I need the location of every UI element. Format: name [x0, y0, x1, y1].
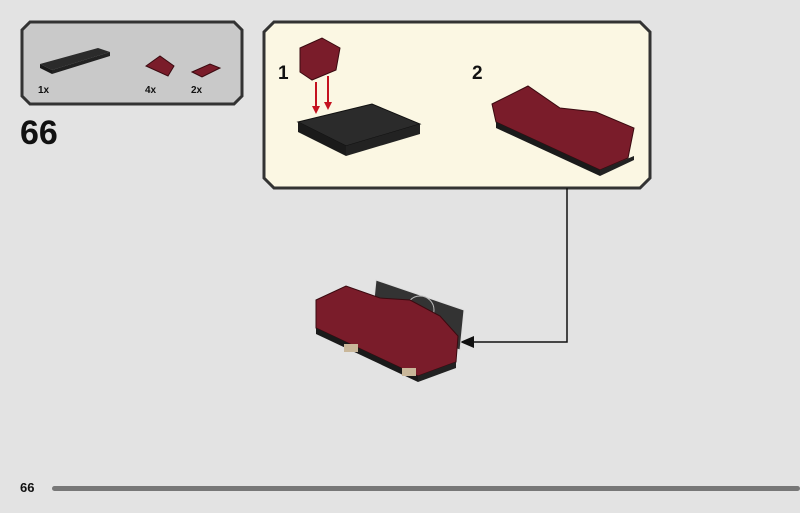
main-model-illustration	[315, 279, 465, 382]
red-slope-part	[145, 55, 175, 77]
page-number: 66	[20, 480, 35, 495]
parts-list-box	[20, 20, 244, 106]
substep-1-illustration	[296, 37, 422, 156]
black-plate-part	[40, 48, 110, 74]
red-tile-part	[190, 63, 222, 78]
part-qty-slope: 4x	[145, 85, 157, 96]
arrow-head	[460, 336, 474, 348]
substep-1-label: 1	[278, 63, 289, 84]
substep-2-label: 2	[472, 63, 483, 84]
callout-connector	[470, 188, 568, 343]
part-qty-tile: 2x	[191, 85, 203, 96]
part-qty-plate: 1x	[38, 85, 50, 96]
step-number: 66	[20, 114, 58, 152]
substep-2-illustration	[491, 85, 635, 176]
progress-bar-track	[52, 486, 800, 491]
